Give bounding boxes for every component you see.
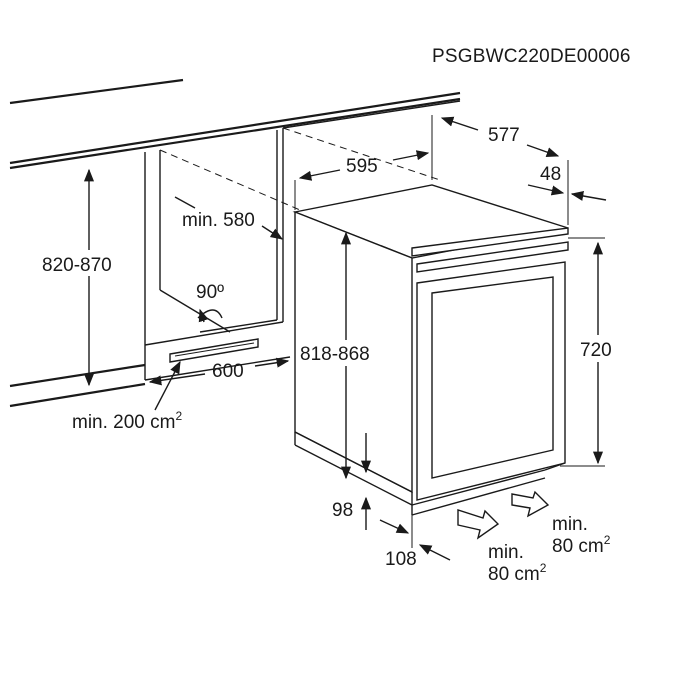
plinth: [411, 469, 546, 516]
dim-body-height: 720: [560, 237, 612, 467]
dim-niche-depth: min. 580: [174, 196, 284, 240]
airflow-out-arrow: [511, 490, 550, 518]
dim-niche-width: 600: [148, 357, 290, 386]
label-90: 90º: [196, 282, 224, 303]
dim-plinth-depth: 108: [379, 515, 451, 570]
dim-niche-height: 820-870: [40, 168, 138, 387]
label-98: 98: [332, 500, 353, 521]
dim-height-total: 818-868: [298, 231, 394, 480]
dim-plinth-height: 98: [332, 433, 372, 530]
airflow-out-label: min. 80 cm2: [552, 514, 611, 557]
label-108: 108: [385, 549, 417, 570]
svg-text:min.: min.: [488, 542, 524, 563]
label-48: 48: [540, 164, 561, 185]
label-595: 595: [346, 156, 378, 177]
angle-90: 90º: [196, 282, 224, 323]
vent-slot: [169, 338, 259, 363]
worktop: [9, 78, 461, 170]
niche-cabinet: [9, 128, 291, 408]
label-577: 577: [488, 125, 520, 146]
airflow-in-label: min. 80 cm2: [488, 542, 547, 585]
label-min-200-cm2: min. 200 cm2: [72, 409, 182, 433]
label-600: 600: [212, 361, 244, 382]
svg-text:min.: min.: [552, 514, 588, 535]
svg-text:80 cm2: 80 cm2: [552, 533, 611, 557]
dim-rear-gap: 48: [527, 164, 607, 201]
label-818-868: 818-868: [300, 344, 370, 365]
airflow-in-arrow: [457, 509, 500, 540]
label-820-870: 820-870: [42, 255, 112, 276]
vent-area: min. 200 cm2: [72, 360, 182, 433]
dim-depth-total: 577: [431, 115, 569, 225]
dim-width: 595: [294, 150, 430, 210]
model-code: PSGBWC220DE00006: [432, 46, 631, 67]
door: [411, 227, 569, 501]
label-720: 720: [580, 340, 612, 361]
label-min-580: min. 580: [182, 210, 255, 231]
svg-text:80 cm2: 80 cm2: [488, 561, 547, 585]
